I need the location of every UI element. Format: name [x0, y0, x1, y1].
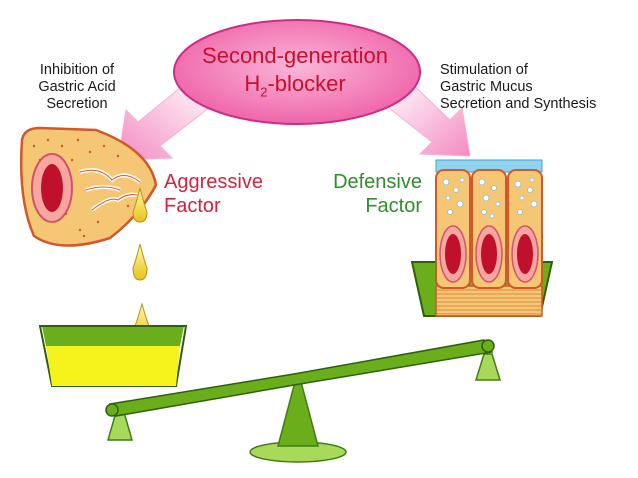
title-h: H	[244, 71, 261, 96]
diagram-title: Second-generation H2-blocker	[175, 42, 415, 106]
parietal-cell-icon	[19, 126, 158, 247]
title-ellipse	[173, 19, 421, 125]
inhibition-label-line: Inhibition of	[39, 62, 115, 78]
stimulation-label-line: Stimulation of	[440, 62, 528, 78]
aggressive-line: Aggressive	[164, 171, 263, 193]
stimulation-label: Stimulation of Gastric Mucus Secretion a…	[440, 62, 636, 113]
defensive-line: Defensive	[333, 171, 422, 193]
pink-arrow-icon	[383, 79, 471, 157]
title-subscript: 2	[260, 84, 268, 100]
inhibition-label: Inhibition of Gastric Acid Secretion	[18, 62, 136, 113]
aggressive-factor-label: Aggressive Factor	[164, 170, 263, 218]
defensive-factor-label: Defensive Factor	[322, 170, 422, 218]
title-line-2: H2-blocker	[175, 70, 415, 106]
stimulation-label-line: Secretion and Synthesis	[440, 96, 597, 112]
title-line-1: Second-generation	[202, 43, 388, 68]
stimulation-label-line: Gastric Mucus	[440, 79, 533, 95]
defensive-line: Factor	[365, 195, 422, 217]
title-suffix: -blocker	[267, 71, 346, 96]
mucous-cells-icon	[435, 159, 543, 317]
acid-drop-icon	[132, 187, 148, 223]
acid-drop-icon	[132, 243, 148, 281]
pink-arrow-icon	[117, 79, 215, 161]
inhibition-label-line: Gastric Acid	[38, 79, 116, 95]
inhibition-label-line: Secretion	[46, 96, 108, 112]
aggressive-line: Factor	[164, 195, 221, 217]
